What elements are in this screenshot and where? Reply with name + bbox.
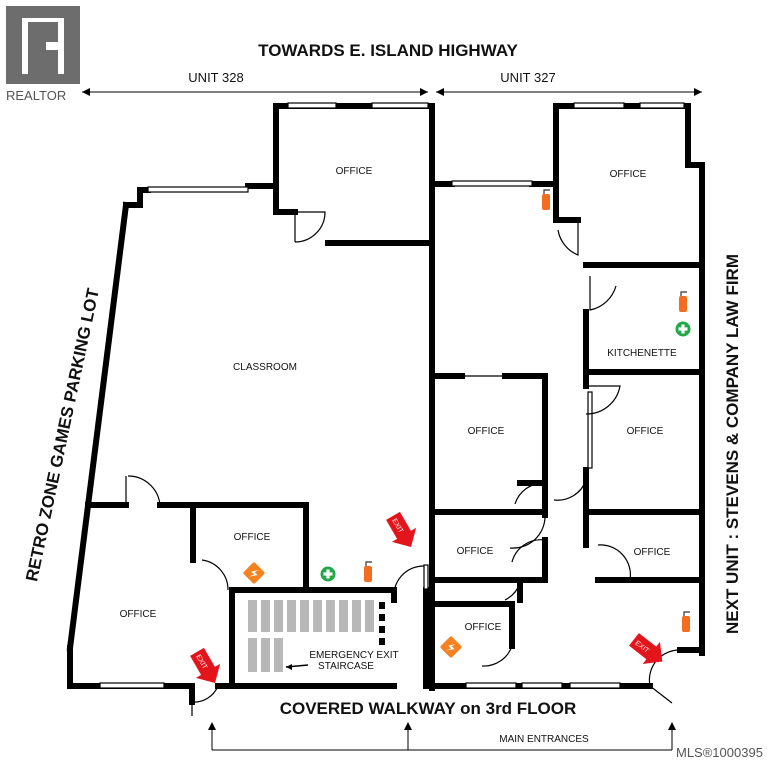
room-office-mid-right: OFFICE [627,426,664,437]
walls [66,103,705,705]
room-office-top-right: OFFICE [610,169,647,180]
first-aid-icon [320,566,336,582]
unit-327-dimension-arrow [436,88,702,96]
realtor-logo [6,6,80,84]
aed-icon [440,636,462,658]
emergency-exit-label-line2: STAIRCASE [318,661,374,672]
room-office-bottom-left: OFFICE [120,609,157,620]
room-office-lower-right: OFFICE [634,547,671,558]
room-office-small-left: OFFICE [234,532,271,543]
unit-327-label: UNIT 327 [500,70,555,85]
next-unit-label: NEXT UNIT : STEVENS & COMPANY LAW FIRM [723,254,742,634]
walkway-label: COVERED WALKWAY on 3rd FLOOR [280,699,577,718]
room-office-top-left: OFFICE [336,166,373,177]
realtor-watermark: REALTOR [6,88,66,103]
fire-extinguisher-icon [682,611,690,632]
exit-sign-icon: EXIT [629,633,663,664]
room-classroom: CLASSROOM [233,362,297,373]
exit-sign-icon: EXIT [386,511,417,548]
main-entrances-arrows [208,722,676,751]
fire-extinguisher-icon [542,189,550,210]
room-office-bottom-center: OFFICE [465,622,502,633]
fire-extinguisher-icon [679,291,687,312]
room-office-lower-center: OFFICE [457,546,494,557]
mls-watermark: MLS®1000395 [676,745,763,760]
first-aid-icon [675,321,691,337]
doors [125,211,681,716]
unit-328-label: UNIT 328 [188,70,243,85]
windows [99,102,685,689]
fire-extinguisher-icon [364,561,372,582]
unit-328-dimension-arrow [82,88,428,96]
emergency-exit-label-line1: EMERGENCY EXIT [309,650,398,661]
main-entrances-label: MAIN ENTRANCES [499,734,589,745]
room-office-mid-center: OFFICE [468,426,505,437]
emergency-staircase [248,600,385,672]
highway-label: TOWARDS E. ISLAND HIGHWAY [258,41,518,60]
room-kitchenette: KITCHENETTE [607,348,677,359]
exit-sign-icon: EXIT [190,647,221,684]
parking-lot-label: RETRO ZONE GAMES PARKING LOT [22,286,103,583]
aed-icon [243,562,265,584]
